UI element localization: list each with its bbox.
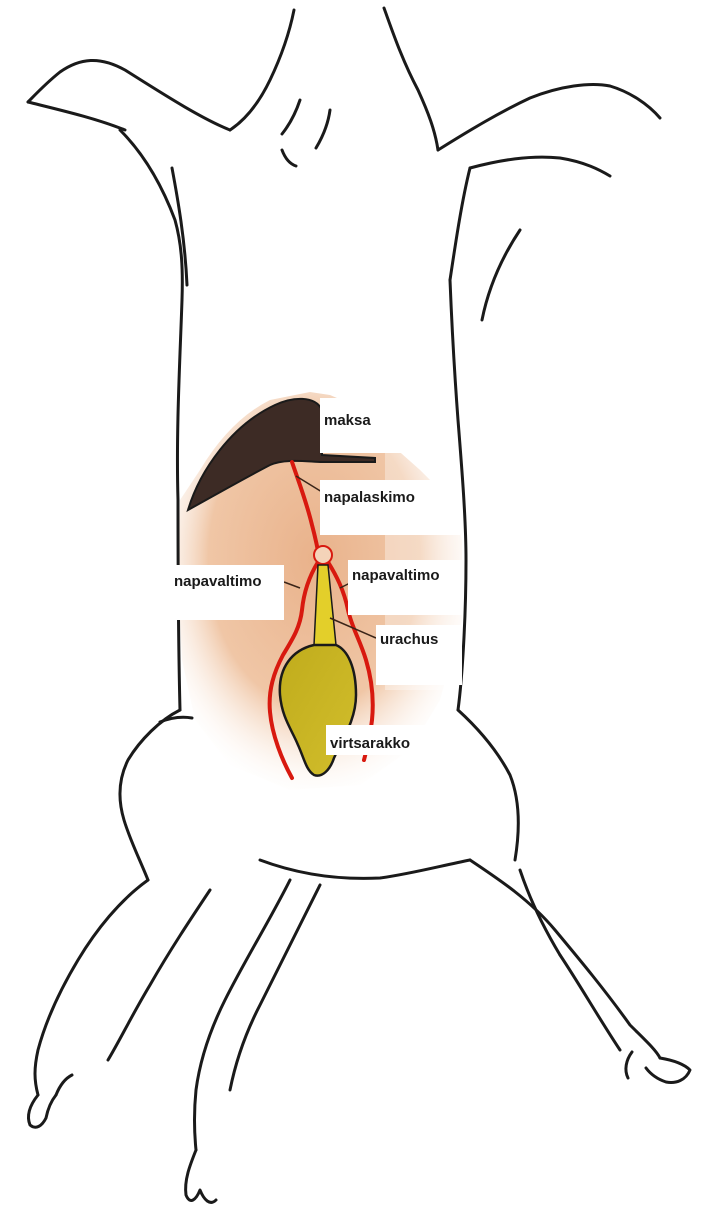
label-liver: maksa bbox=[324, 412, 371, 429]
label-urachus: urachus bbox=[380, 631, 438, 648]
label-umbilical-artery-left: napavaltimo bbox=[174, 573, 262, 590]
label-umbilical-artery-right: napavaltimo bbox=[352, 567, 440, 584]
umbilicus bbox=[314, 546, 332, 564]
label-umbilical-vein: napalaskimo bbox=[324, 489, 415, 506]
label-bladder: virtsarakko bbox=[330, 735, 410, 752]
